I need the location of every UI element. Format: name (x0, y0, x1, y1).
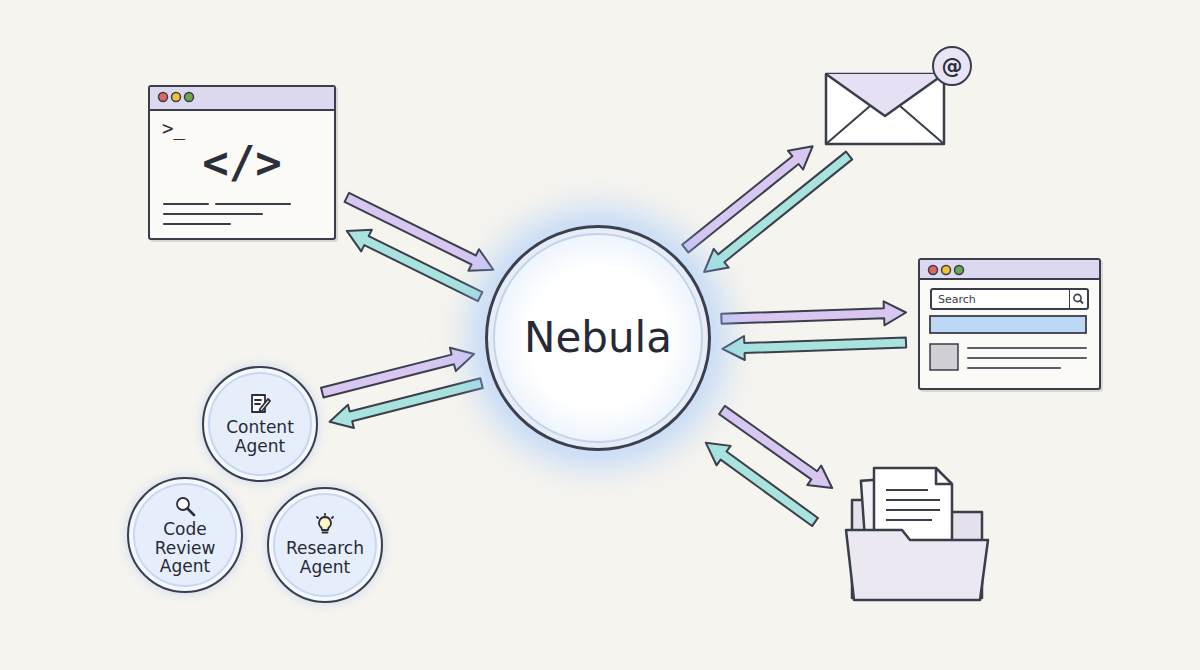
flow-arrow (347, 230, 483, 301)
code-node: >_</> (148, 85, 336, 240)
agent-name: Research Agent (279, 539, 371, 576)
window-dots (924, 261, 974, 279)
terminal-prompt: >_ (162, 117, 334, 140)
note-icon (248, 392, 272, 416)
title-bar (150, 87, 334, 111)
code-symbol: </> (150, 138, 334, 189)
folder-icon (846, 468, 988, 600)
search-box: Search (930, 288, 1089, 310)
browser-node: Search (918, 258, 1101, 390)
search-placeholder: Search (938, 294, 976, 305)
hub-name: Nebula (524, 315, 672, 361)
agent-content: Content Agent (214, 392, 306, 455)
agent-name: Content Agent (214, 418, 306, 455)
agent-circle: Research Agent (267, 487, 383, 603)
agent-content: Code Review Agent (139, 494, 231, 576)
agent-circle: Code Review Agent (127, 477, 243, 593)
flow-arrow (704, 152, 852, 272)
mag-icon (173, 494, 197, 518)
flow-arrow (330, 378, 483, 428)
code-lines (150, 194, 330, 234)
bulb-icon (313, 513, 337, 537)
agent-name: Code Review Agent (139, 520, 231, 576)
hub-content: Nebula (524, 315, 672, 361)
search-button (1069, 290, 1087, 308)
title-bar (920, 260, 1099, 280)
agent-circle: Content Agent (202, 366, 318, 482)
hub-circle: Nebula (485, 225, 711, 451)
flow-arrow (721, 301, 906, 325)
agent-content: Research Agent (279, 513, 371, 576)
mail-node: @ (822, 46, 974, 148)
email-badge: @ (932, 46, 972, 86)
folder-arrows (699, 400, 839, 532)
window-dots (154, 88, 204, 106)
page-content (920, 312, 1098, 388)
flow-arrow (722, 336, 906, 360)
email-symbol: @ (942, 56, 963, 77)
